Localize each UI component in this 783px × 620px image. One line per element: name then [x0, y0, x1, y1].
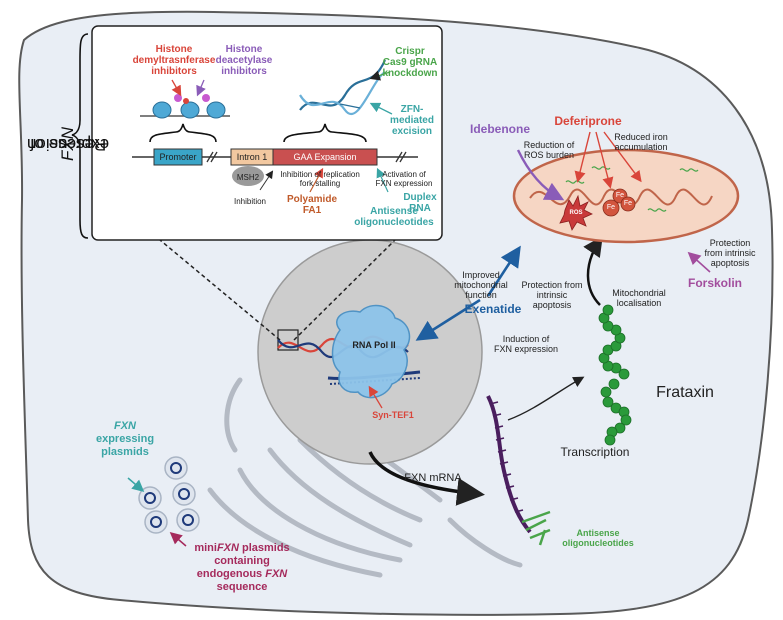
mini-plasmids-label: miniFXN plasmids containing endogenous F…: [194, 542, 290, 593]
iron-ion-icon: [602, 199, 620, 217]
exenatide-label: Exenatide: [464, 302, 522, 316]
rna-pol-ii-label: RNA Pol II: [352, 340, 396, 350]
plasmid-icon: [138, 456, 200, 534]
intron-label: Intron 1: [236, 152, 268, 162]
gaa-box: [272, 148, 378, 166]
fxn-plasmids-label: FXN expressing plasmids: [95, 420, 155, 458]
msh2-icon: [232, 166, 264, 186]
fe-label-2: Fe: [615, 192, 625, 199]
frataxin-protein-icon: [598, 304, 632, 446]
msh2-label: MSH2: [236, 173, 260, 182]
fe-label-1: Fe: [606, 204, 616, 211]
idebenone-label: Idebenone: [469, 122, 530, 136]
inset-panel: [91, 25, 443, 241]
ros-label: ROS: [569, 210, 583, 216]
promoter-box: [153, 148, 203, 166]
rna-pol-ii-icon: [331, 304, 411, 399]
inhibition-label: Inhibition: [233, 197, 267, 206]
fe-label-3: Fe: [623, 200, 633, 207]
promoter-label: Promoter: [159, 152, 197, 162]
ros-burst-icon: [559, 194, 593, 231]
panel-title: Rescue of FXN expression: [26, 127, 110, 161]
frataxin-label: Frataxin: [656, 384, 714, 401]
antisense-oligo-icon: [521, 510, 551, 540]
transcription-label: Transcription: [560, 445, 630, 459]
forskolin-label: Forskolin: [687, 276, 742, 290]
fxn-mrna-label: FXN mRNA: [404, 472, 462, 484]
panel-brace: [71, 33, 89, 239]
syn-tef1-label: Syn-TEF1: [372, 410, 414, 420]
deferiprone-label: Deferiprone: [554, 114, 622, 128]
gaa-label: GAA Expansion: [293, 152, 357, 162]
